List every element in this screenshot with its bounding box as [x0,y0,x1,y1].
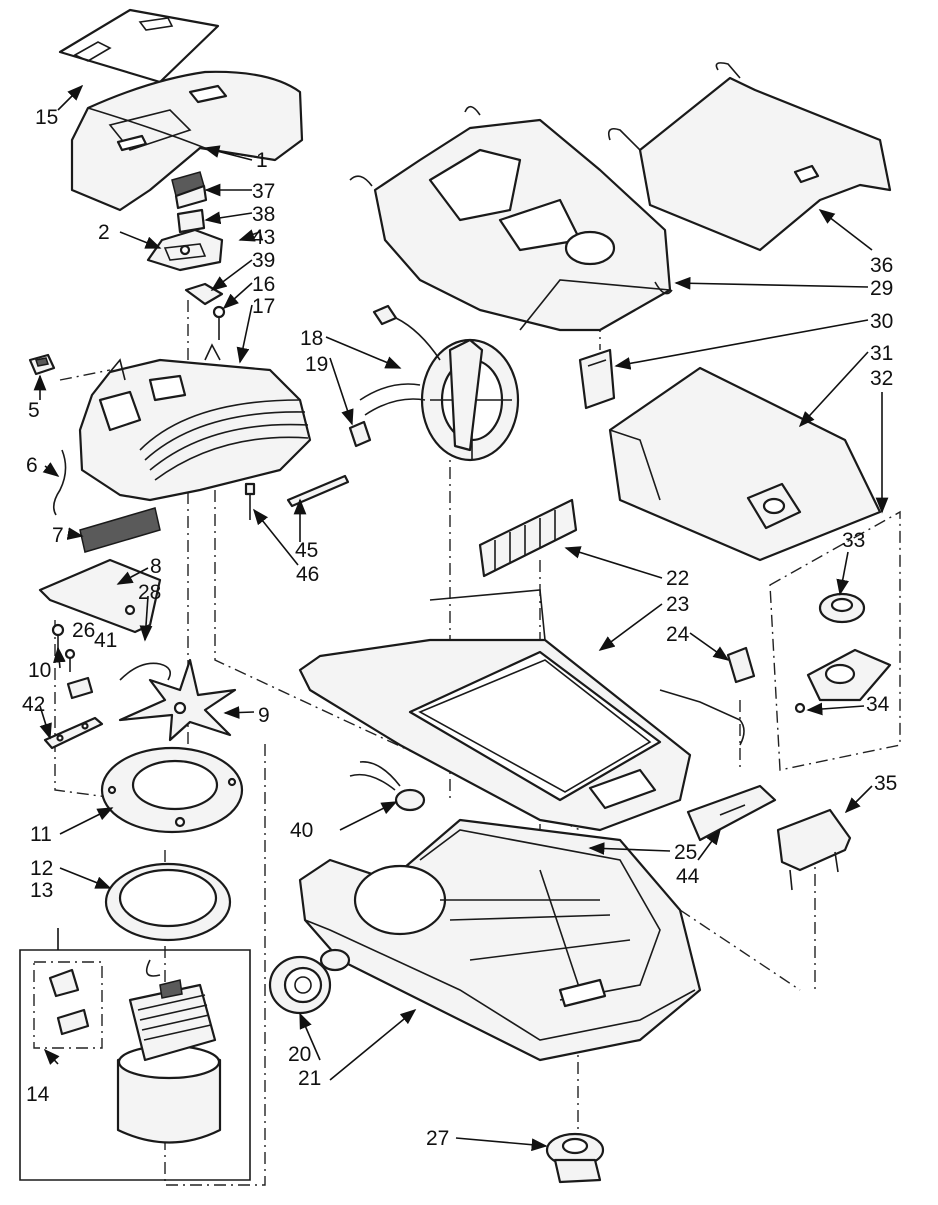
callout-23: 23 [666,593,690,616]
callout-43: 43 [252,226,276,249]
callout-24: 24 [666,623,690,646]
callout-32: 32 [870,367,894,390]
callout-18: 18 [300,327,324,350]
part-21-base [298,818,702,1062]
callout-42: 42 [22,693,46,716]
callout-19: 19 [305,353,329,376]
part-33-seal-ring [818,592,866,624]
part-31-dust-bag [608,366,882,562]
callout-27: 27 [426,1127,450,1150]
part-34-bag-holder [794,648,892,714]
callout-41: 41 [94,629,118,652]
part-27-caster [545,1132,605,1184]
callout-13: 13 [30,879,54,902]
callout-36: 36 [870,254,894,277]
part-2-switch-bracket [146,228,224,272]
part-11-mount-ring [100,746,244,834]
part-28-wire [119,662,171,681]
part-45-46-strip [244,474,350,520]
callout-6: 6 [26,454,38,477]
callout-45: 45 [295,539,319,562]
callout-8: 8 [150,555,162,578]
callout-15: 15 [35,106,59,129]
callout-11: 11 [30,823,52,846]
part-23-frame [298,589,692,832]
callout-35: 35 [874,772,898,795]
part-29-top-shell [349,105,673,332]
callout-34: 34 [866,693,890,716]
callout-44: 44 [676,865,700,888]
callout-2: 2 [98,221,110,244]
part-15-label-sheet [58,8,220,84]
part-19-plug [348,420,372,448]
part-36-bag-door [607,62,892,252]
callout-28: 28 [138,581,162,604]
callout-37: 37 [252,180,276,203]
part-13-motor-box [19,949,251,1181]
part-5-switch [28,353,56,376]
part-18-cord-reel [359,304,520,462]
part-22-grille [478,498,578,578]
part-7-filter-pad [79,507,161,553]
callout-40: 40 [290,819,314,842]
callout-16: 16 [252,273,276,296]
callout-10: 10 [28,659,52,682]
callout-38: 38 [252,203,276,226]
part-1-top-cover [70,70,304,212]
part-17-motor-housing [78,343,312,502]
part-24-connector [659,646,756,746]
callout-26: 26 [72,619,96,642]
callout-14: 14 [26,1083,50,1106]
part-30-latch [578,348,616,410]
callout-22: 22 [666,567,690,590]
callout-7: 7 [52,524,64,547]
part-16-screw [212,305,226,340]
part-32-bag-holder-box [769,510,901,771]
callout-31: 31 [870,342,894,365]
part-35-bracket [776,808,852,891]
part-12-gasket [104,862,232,942]
callout-21: 21 [298,1067,322,1090]
callout-46: 46 [296,563,320,586]
callout-33: 33 [842,529,866,552]
part-37-38-filter [171,171,208,234]
callout-20: 20 [288,1043,312,1066]
part-10-26-41-42-small-parts [43,623,104,750]
callout-29: 29 [870,277,894,300]
leader-lines [33,84,889,1152]
callout-17: 17 [252,295,276,318]
part-6-wire [52,449,67,516]
part-20-wheel [268,955,332,1015]
callout-30: 30 [870,310,894,333]
callout-1: 1 [256,149,268,172]
callout-39: 39 [252,249,276,272]
callout-25: 25 [674,841,698,864]
part-40-switch [349,761,426,812]
callout-9: 9 [258,704,270,727]
callout-12: 12 [30,857,54,880]
part-9-fan [118,658,237,742]
part-44-handle [686,784,777,842]
callout-5: 5 [28,399,40,422]
